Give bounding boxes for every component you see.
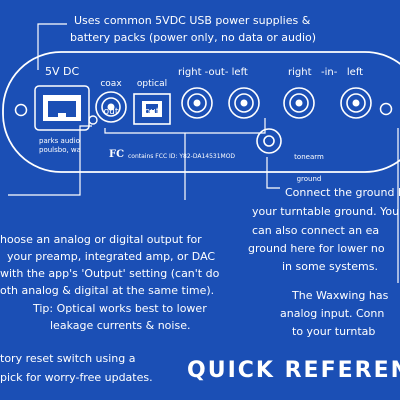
- output-callout-line1: hoose an analog or digital output for: [0, 233, 202, 246]
- brand-name: parks audio: [39, 137, 80, 145]
- optical-out-port: [133, 93, 171, 125]
- power-callout-line: [37, 23, 67, 70]
- coax-out-jack: [95, 91, 127, 123]
- left-in-jack: [340, 87, 372, 119]
- callout-lines: [8, 23, 399, 283]
- left-out-jack: [228, 87, 260, 119]
- rear-panel-outline: [2, 51, 400, 173]
- coax-label: coax out: [96, 62, 126, 135]
- ground-callout-line4: ground here for lower no: [248, 242, 385, 255]
- ground-callout-line3: can also connect an ea: [252, 224, 380, 237]
- usb-power-port: [34, 85, 90, 131]
- reset-line1: tory reset switch using a: [0, 352, 136, 365]
- output-callout-line3: with the app's 'Output' setting (can't d…: [0, 267, 220, 280]
- coax-label-line2: out: [103, 107, 119, 117]
- output-callout-line4: oth analog & digital at the same time).: [0, 284, 215, 297]
- left-screw-hole: [14, 103, 28, 117]
- brand-location: poulsbo, wa: [39, 146, 81, 154]
- ground-label: tonearm ground: [292, 140, 326, 197]
- power-callout-line1: Uses common 5VDC USB power supplies &: [74, 14, 311, 27]
- tip-line1: Tip: Optical works best to lower: [33, 302, 207, 315]
- optical-label-line2: out: [144, 107, 160, 117]
- right-out-jack: [181, 87, 213, 119]
- right-in-jack: [283, 87, 315, 119]
- power-callout-line2: battery packs (power only, no data or au…: [70, 31, 317, 44]
- ground-callout-line5: in some systems.: [282, 260, 378, 273]
- reset-callout-line: [8, 125, 92, 196]
- ground-label-line2: ground: [296, 175, 322, 183]
- ground-callout-line2: your turntable ground. You: [252, 205, 400, 218]
- ground-label-line1: tonearm: [294, 153, 324, 161]
- output-callout-line2: your preamp, integrated amp, or DAC: [7, 250, 216, 263]
- power-label: 5V DC: [45, 65, 80, 78]
- reset-line2: pick for worry-free updates.: [0, 371, 153, 384]
- waxwing-line3: to your turntab: [292, 325, 376, 338]
- ground-callout-line: [266, 157, 280, 189]
- waxwing-line2: analog input. Conn: [280, 307, 385, 320]
- ground-callout-line1: Connect the ground lug to: [285, 186, 400, 199]
- fcc-id-text: contains FCC ID: Y82-DA14531MOD: [128, 153, 236, 160]
- right-screw-hole: [379, 102, 393, 116]
- optical-label: optical out: [130, 62, 174, 135]
- coax-label-line1: coax: [100, 79, 122, 89]
- tip-line2: leakage currents & noise.: [50, 319, 191, 332]
- quick-reference-title: QUICK REFEREN: [187, 358, 400, 383]
- fcc-logo: FC: [109, 149, 125, 160]
- right-in-left-label: right -in- left: [288, 67, 364, 78]
- tonearm-ground-lug: [256, 128, 282, 154]
- optical-label-line1: optical: [136, 79, 168, 89]
- reset-button-hole: [88, 115, 98, 125]
- waxwing-line1: The Waxwing has: [292, 289, 389, 302]
- right-out-left-label: right -out- left: [178, 67, 248, 78]
- output-callout-line: [104, 118, 266, 134]
